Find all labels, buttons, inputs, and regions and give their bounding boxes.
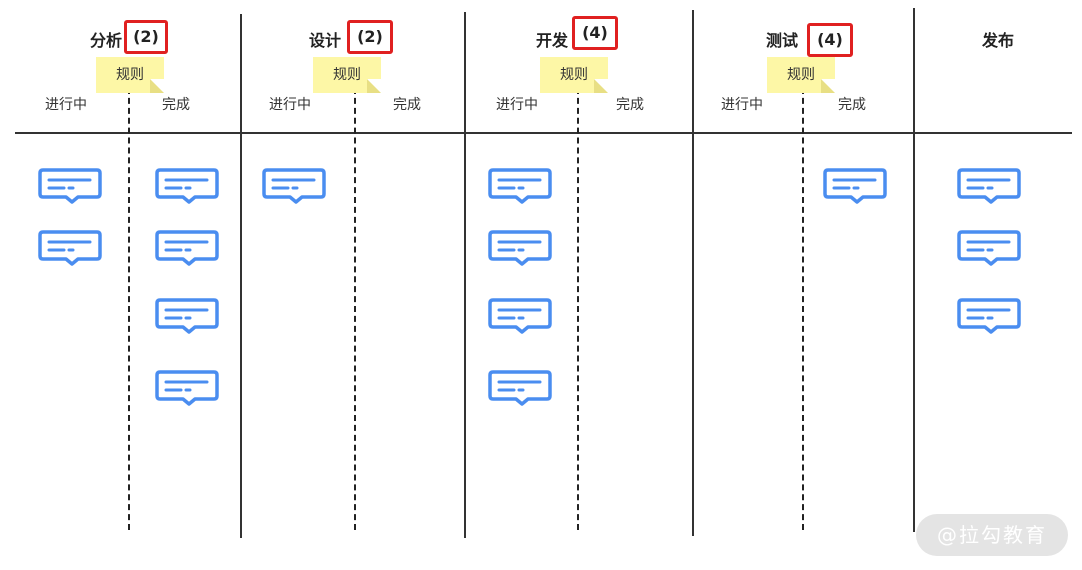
- wip-limit: (2): [124, 20, 168, 54]
- column-title: 设计: [309, 31, 342, 50]
- rule-note: 规则: [96, 57, 164, 93]
- column-title: 测试: [766, 31, 799, 50]
- card-icon[interactable]: [488, 230, 552, 266]
- card-icon[interactable]: [957, 168, 1021, 204]
- subcolumn-label: 完成: [616, 97, 644, 113]
- subcolumn-label: 完成: [838, 97, 866, 113]
- column-title: 发布: [982, 31, 1015, 50]
- column-title: 分析: [90, 31, 123, 50]
- card-icon[interactable]: [155, 168, 219, 204]
- subcolumn-label: 完成: [162, 97, 190, 113]
- card-icon[interactable]: [262, 168, 326, 204]
- rule-note-label: 规则: [787, 67, 815, 83]
- subcolumn-label: 完成: [393, 97, 421, 113]
- rule-note: 规则: [767, 57, 835, 93]
- wip-limit: (4): [807, 23, 853, 57]
- column-divider: [240, 14, 242, 538]
- note-fold: [594, 79, 608, 93]
- rule-note: 规则: [540, 57, 608, 93]
- note-fold: [821, 79, 835, 93]
- rule-note-label: 规则: [116, 67, 144, 83]
- card-icon[interactable]: [823, 168, 887, 204]
- card-icon[interactable]: [488, 298, 552, 334]
- header-divider: [15, 132, 1072, 134]
- rule-note-label: 规则: [333, 67, 361, 83]
- note-fold: [367, 79, 381, 93]
- wip-limit: (2): [347, 20, 393, 54]
- subcolumn-divider: [128, 88, 130, 530]
- column-divider: [692, 10, 694, 536]
- note-fold: [150, 79, 164, 93]
- subcolumn-divider: [354, 88, 356, 530]
- subcolumn-label: 进行中: [45, 97, 87, 113]
- subcolumn-label: 进行中: [269, 97, 311, 113]
- card-icon[interactable]: [155, 230, 219, 266]
- column-divider: [913, 8, 915, 532]
- card-icon[interactable]: [488, 168, 552, 204]
- column-divider: [464, 12, 466, 538]
- wip-limit: (4): [572, 16, 618, 50]
- card-icon[interactable]: [488, 370, 552, 406]
- rule-note: 规则: [313, 57, 381, 93]
- card-icon[interactable]: [957, 230, 1021, 266]
- subcolumn-divider: [802, 88, 804, 530]
- card-icon[interactable]: [38, 168, 102, 204]
- subcolumn-divider: [577, 88, 579, 530]
- rule-note-label: 规则: [560, 67, 588, 83]
- card-icon[interactable]: [155, 370, 219, 406]
- card-icon[interactable]: [957, 298, 1021, 334]
- subcolumn-label: 进行中: [496, 97, 538, 113]
- card-icon[interactable]: [155, 298, 219, 334]
- card-icon[interactable]: [38, 230, 102, 266]
- column-title: 开发: [536, 31, 569, 50]
- subcolumn-label: 进行中: [721, 97, 763, 113]
- watermark: @拉勾教育: [916, 514, 1068, 556]
